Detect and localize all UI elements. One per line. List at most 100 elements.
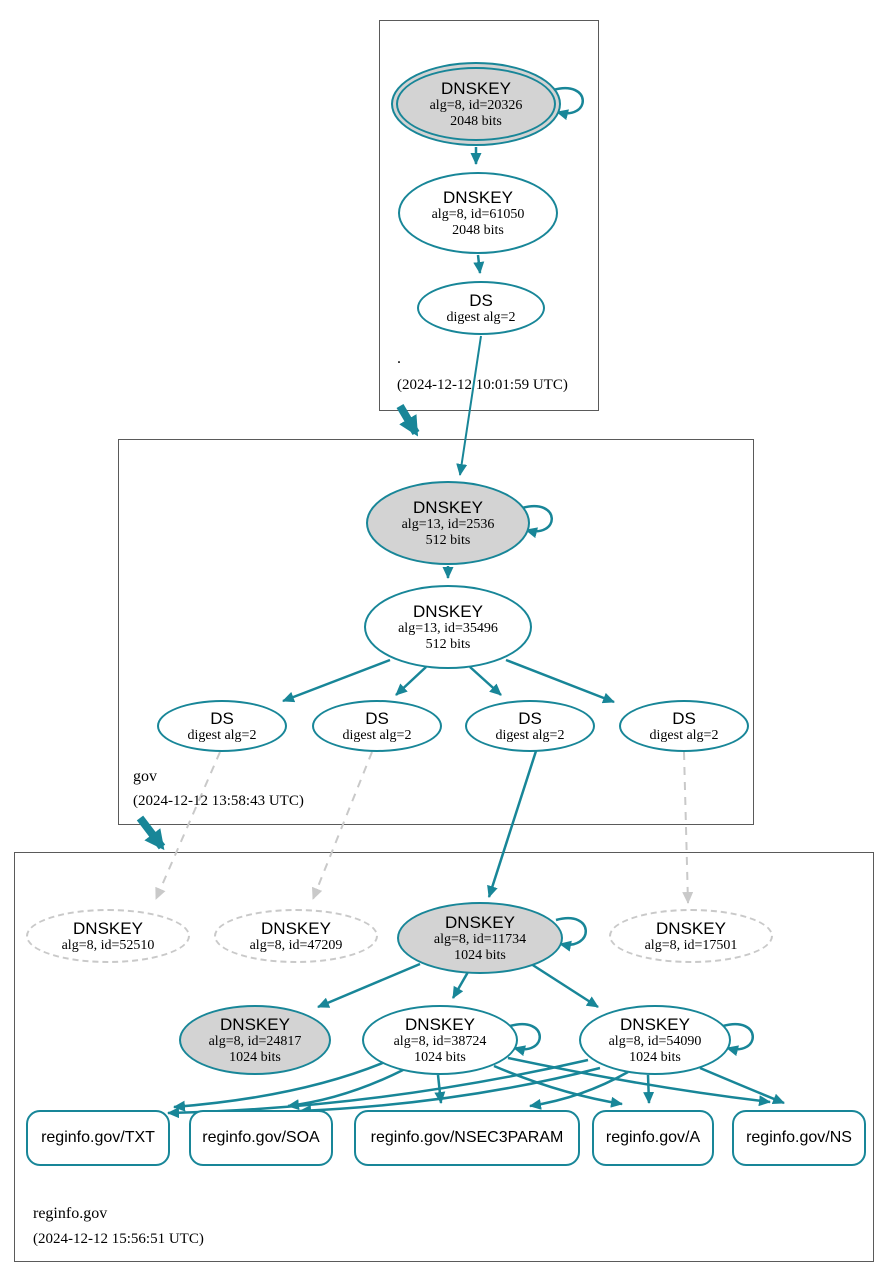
node-title: DNSKEY xyxy=(413,497,483,517)
rrset-box-nsec3param: reginfo.gov/NSEC3PARAM xyxy=(354,1110,580,1166)
node-title: DNSKEY xyxy=(445,912,515,932)
dnskey-node-gov-zsk-35496: DNSKEY alg=13, id=35496 512 bits xyxy=(364,585,532,669)
edge-reginfo-ksk-to-key-24817 xyxy=(317,962,421,1009)
edge-54090-signs-soa xyxy=(299,1066,601,1117)
rrset-label: reginfo.gov/A xyxy=(605,1129,701,1146)
dnskey-node-reginfo-ksk-11734: DNSKEY alg=8, id=11734 1024 bits xyxy=(397,902,563,974)
edge-54090-signs-a xyxy=(643,1074,655,1104)
node-detail: alg=8, id=24817 xyxy=(208,1033,302,1049)
edge-root-ds-to-gov-ksk xyxy=(456,335,482,476)
zone-timestamp-reginfo: (2024-12-12 15:56:51 UTC) xyxy=(33,1231,204,1247)
node-detail: digest alg=2 xyxy=(495,727,565,743)
node-title: DS xyxy=(518,708,542,728)
node-title: DS xyxy=(210,708,234,728)
rrset-box-ns: reginfo.gov/NS xyxy=(732,1110,866,1166)
double-border xyxy=(396,67,556,141)
node-title: DNSKEY xyxy=(220,1014,290,1034)
node-bits: 1024 bits xyxy=(229,1049,281,1065)
rrset-label: reginfo.gov/NS xyxy=(746,1129,852,1146)
rrset-box-txt: reginfo.gov/TXT xyxy=(26,1110,170,1166)
rrset-box-a: reginfo.gov/A xyxy=(592,1110,714,1166)
node-detail: alg=8, id=52510 xyxy=(61,937,155,953)
node-detail: alg=8, id=54090 xyxy=(608,1033,702,1049)
zone-box-root xyxy=(379,20,599,411)
dnskey-node-reginfo-zsk-54090: DNSKEY alg=8, id=54090 1024 bits xyxy=(579,1005,731,1075)
edge-gov-ksk-self-sign xyxy=(521,504,553,539)
zone-label-root: . xyxy=(397,350,401,367)
edge-root-zsk-to-ds xyxy=(473,254,485,274)
node-title: DNSKEY xyxy=(413,601,483,621)
node-title: DNSKEY xyxy=(261,918,331,938)
edge-zsk-38724-self-sign xyxy=(509,1022,541,1057)
node-detail: alg=8, id=20326 xyxy=(429,97,523,113)
edge-gov-ds3-to-reginfo-ksk xyxy=(487,750,538,898)
node-bits: 1024 bits xyxy=(454,947,506,963)
ds-node-gov-1: DS digest alg=2 xyxy=(157,700,287,752)
dnskey-node-inactive-47209: DNSKEY alg=8, id=47209 xyxy=(214,909,378,963)
node-detail: digest alg=2 xyxy=(446,309,516,325)
node-bits: 1024 bits xyxy=(414,1049,466,1065)
rrset-label: reginfo.gov/TXT xyxy=(41,1129,155,1146)
node-bits: 2048 bits xyxy=(450,113,502,129)
node-detail: alg=8, id=38724 xyxy=(393,1033,487,1049)
node-title: DNSKEY xyxy=(405,1014,475,1034)
node-title: DS xyxy=(365,708,389,728)
node-bits: 1024 bits xyxy=(629,1049,681,1065)
rrset-box-soa: reginfo.gov/SOA xyxy=(189,1110,333,1166)
node-title: DNSKEY xyxy=(73,918,143,938)
edge-gov-ds2-to-key-47209-dashed xyxy=(311,751,373,900)
node-title: DNSKEY xyxy=(443,187,513,207)
zone-label-reginfo: reginfo.gov xyxy=(33,1205,108,1222)
zone-timestamp-root: (2024-12-12 10:01:59 UTC) xyxy=(397,377,568,393)
edge-delegation-gov-to-reginfo xyxy=(136,815,166,851)
edge-54090-signs-ns xyxy=(699,1066,785,1105)
edge-gov-zsk-to-ds2 xyxy=(395,666,427,696)
edge-reginfo-ksk-to-zsk-38724 xyxy=(451,971,470,999)
dnskey-node-gov-ksk-2536: DNSKEY alg=13, id=2536 512 bits xyxy=(366,481,530,565)
node-title: DNSKEY xyxy=(620,1014,690,1034)
node-bits: 512 bits xyxy=(425,636,471,652)
node-detail: digest alg=2 xyxy=(342,727,412,743)
dnskey-node-inactive-17501: DNSKEY alg=8, id=17501 xyxy=(609,909,773,963)
edge-38724-signs-txt xyxy=(173,1060,386,1112)
edge-gov-zsk-to-ds3 xyxy=(469,666,502,696)
node-detail: alg=13, id=35496 xyxy=(398,620,498,636)
zone-label-gov: gov xyxy=(133,768,157,785)
node-detail: alg=8, id=61050 xyxy=(431,206,525,222)
edge-reginfo-ksk-self-sign xyxy=(555,916,587,952)
node-detail: alg=13, id=2536 xyxy=(401,516,495,532)
node-title: DS xyxy=(672,708,696,728)
dnskey-node-root-zsk-61050: DNSKEY alg=8, id=61050 2048 bits xyxy=(398,172,558,254)
dnskey-node-reginfo-zsk-38724: DNSKEY alg=8, id=38724 1024 bits xyxy=(362,1005,518,1075)
zone-timestamp-gov: (2024-12-12 13:58:43 UTC) xyxy=(133,793,304,809)
dnskey-node-inactive-52510: DNSKEY alg=8, id=52510 xyxy=(26,909,190,963)
zone-box-gov xyxy=(118,439,754,825)
dnskey-node-reginfo-24817: DNSKEY alg=8, id=24817 1024 bits xyxy=(179,1005,331,1075)
node-detail: alg=8, id=11734 xyxy=(433,931,527,947)
zone-box-reginfo xyxy=(14,852,874,1262)
node-detail: digest alg=2 xyxy=(187,727,257,743)
rrset-label: reginfo.gov/NSEC3PARAM xyxy=(370,1129,564,1146)
ds-node-root: DS digest alg=2 xyxy=(417,281,545,335)
edge-gov-ds1-to-key-52510-dashed xyxy=(155,751,221,900)
edge-delegation-root-to-gov xyxy=(396,403,420,437)
node-detail: alg=8, id=47209 xyxy=(249,937,343,953)
edge-38724-signs-a xyxy=(493,1064,623,1108)
node-bits: 512 bits xyxy=(425,532,471,548)
edge-zsk-54090-self-sign xyxy=(722,1022,754,1057)
ds-node-gov-3: DS digest alg=2 xyxy=(465,700,595,752)
edge-gov-zsk-to-ds4 xyxy=(505,658,615,704)
node-title: DS xyxy=(469,290,493,310)
edge-root-ksk-self-sign xyxy=(552,86,584,121)
node-bits: 2048 bits xyxy=(452,222,504,238)
rrset-label: reginfo.gov/SOA xyxy=(202,1129,320,1146)
edge-38724-signs-ns xyxy=(507,1056,771,1107)
node-title: DNSKEY xyxy=(441,78,511,98)
edge-38724-signs-soa xyxy=(287,1068,404,1111)
node-title: DNSKEY xyxy=(656,918,726,938)
ds-node-gov-2: DS digest alg=2 xyxy=(312,700,442,752)
ds-node-gov-4: DS digest alg=2 xyxy=(619,700,749,752)
edge-gov-zsk-to-ds1 xyxy=(282,658,391,703)
edge-reginfo-ksk-to-zsk-54090 xyxy=(527,960,599,1009)
